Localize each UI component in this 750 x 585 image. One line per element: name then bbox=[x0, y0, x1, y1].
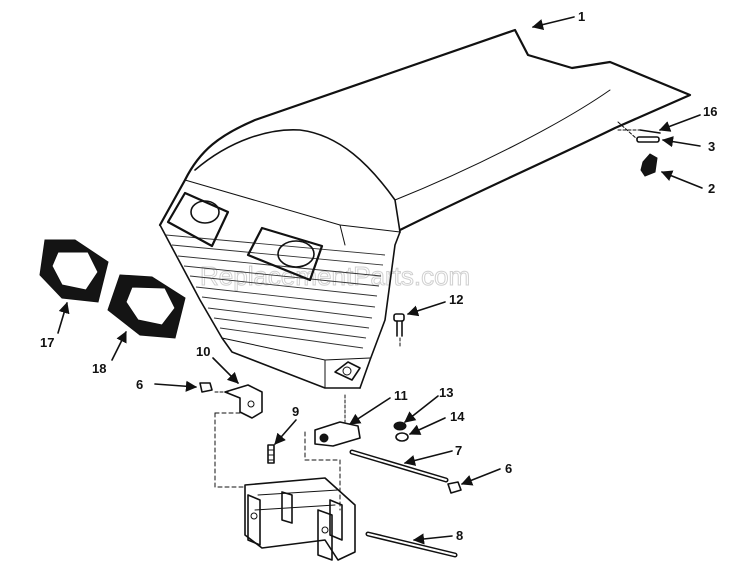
callout-6-right: 6 bbox=[505, 461, 512, 476]
callout-11: 11 bbox=[394, 388, 408, 403]
callout-3: 3 bbox=[708, 139, 715, 154]
callout-12: 12 bbox=[449, 292, 463, 307]
hood-grille bbox=[165, 234, 386, 349]
callout-10: 10 bbox=[196, 344, 210, 359]
callout-9: 9 bbox=[292, 404, 299, 419]
callout-labels: 1 2 3 16 12 17 18 10 6 9 11 13 14 7 6 8 bbox=[40, 9, 717, 543]
callout-13: 13 bbox=[439, 385, 453, 400]
rod-part-7 bbox=[349, 449, 449, 483]
callout-14: 14 bbox=[450, 409, 465, 424]
hinge-part-11 bbox=[314, 394, 361, 447]
latch-part-2 bbox=[640, 153, 658, 177]
lens-part-18 bbox=[107, 274, 186, 339]
callout-18: 18 bbox=[92, 361, 106, 376]
callout-17: 17 bbox=[40, 335, 54, 350]
callout-6-left: 6 bbox=[136, 377, 143, 392]
callout-16: 16 bbox=[703, 104, 717, 119]
hood-part bbox=[158, 28, 692, 389]
rod-part-8 bbox=[365, 531, 458, 558]
washer-part-13 bbox=[393, 421, 407, 431]
leader-lines bbox=[57, 16, 703, 545]
stud-part-9 bbox=[267, 444, 275, 464]
frame-assembly bbox=[214, 412, 356, 561]
watermark-text: ReplacementParts.com bbox=[200, 261, 470, 291]
callout-2: 2 bbox=[708, 181, 715, 196]
rear-hardware bbox=[617, 121, 661, 177]
pin-part-16 bbox=[639, 129, 661, 134]
nut-part-6a bbox=[199, 382, 213, 393]
callout-1: 1 bbox=[578, 9, 585, 24]
washer-part-14 bbox=[395, 432, 409, 442]
callout-8: 8 bbox=[456, 528, 463, 543]
bracket-part-10 bbox=[214, 384, 263, 419]
bolt-part-12 bbox=[393, 313, 405, 349]
nut-part-6b bbox=[447, 481, 462, 494]
callout-7: 7 bbox=[455, 443, 462, 458]
pin-part-3 bbox=[636, 136, 660, 143]
lens-part-17 bbox=[39, 239, 109, 303]
